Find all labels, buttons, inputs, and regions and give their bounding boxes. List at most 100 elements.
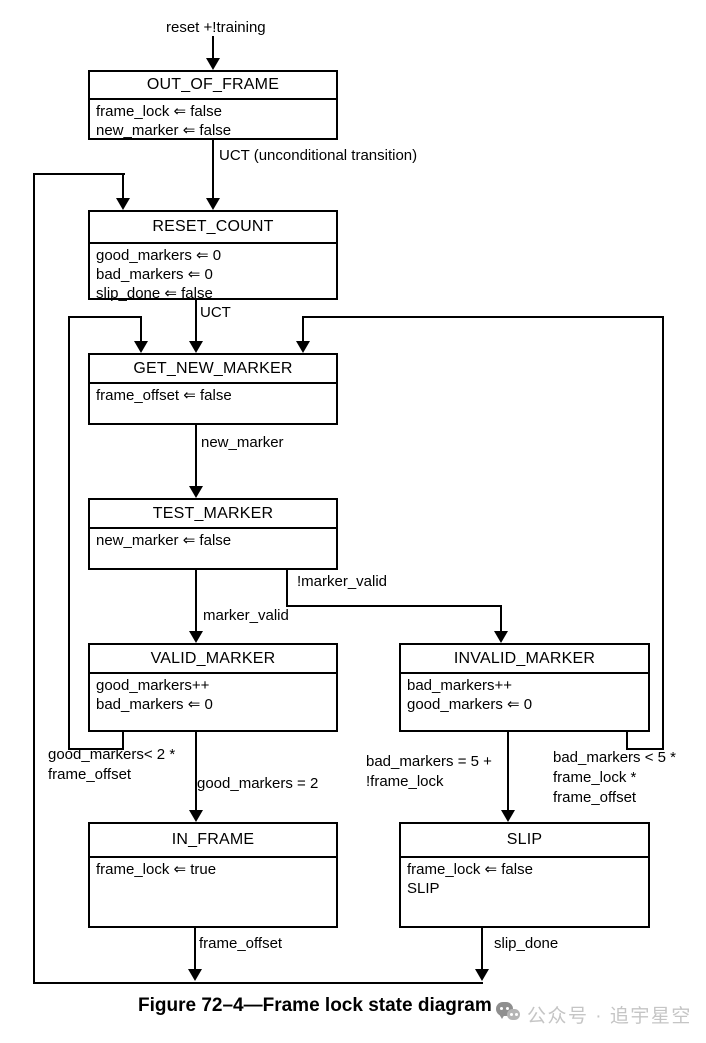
bubble-dot: [510, 1013, 513, 1016]
bad-markers-lt-5-line1: bad_markers < 5 *: [553, 749, 676, 766]
connector-invalidmarker-loop-into-getnewmarker: [302, 316, 304, 343]
slip-done-label: slip_done: [494, 935, 559, 952]
arrowhead-into-testmarker: [189, 486, 203, 498]
state-actions: frame_lock ⇐ true: [90, 858, 336, 881]
good-markers-lt-2-line1: good_markers< 2 *: [48, 746, 176, 763]
arrowhead-into-invalidmarker: [494, 631, 508, 643]
arrowhead-uct-into-resetcount: [206, 198, 220, 210]
state-title: VALID_MARKER: [90, 645, 336, 674]
connector-resetcount-to-getnewmarker: [195, 300, 197, 343]
good-markers-lt-2-label: good_markers< 2 * frame_offset: [48, 745, 175, 785]
arrowhead-invalidloop-into-getnewmarker: [296, 341, 310, 353]
new-marker-label: new_marker: [201, 434, 284, 451]
connector-slip-exit: [481, 928, 483, 970]
connector-invalidmarker-loop-exit-vertical: [626, 732, 628, 750]
state-reset-count: RESET_COUNT good_markers ⇐ 0 bad_markers…: [88, 210, 338, 302]
state-title: GET_NEW_MARKER: [90, 355, 336, 384]
state-action: SLIP: [407, 880, 440, 897]
state-get-new-marker: GET_NEW_MARKER frame_offset ⇐ false: [88, 353, 338, 425]
bad-markers-lt-5-line3: frame_offset: [553, 789, 637, 806]
frame-offset-label: frame_offset: [199, 935, 283, 952]
wechat-icon: [496, 1002, 524, 1026]
connector-validmarker-loop-exit-vertical: [122, 732, 124, 750]
state-test-marker: TEST_MARKER new_marker ⇐ false: [88, 498, 338, 570]
marker-valid-label: marker_valid: [203, 607, 289, 624]
bad-markers-eq-5-label: bad_markers = 5 + !frame_lock: [366, 752, 492, 792]
connector-testmarker-to-validmarker: [195, 570, 197, 633]
state-actions: good_markers ⇐ 0 bad_markers ⇐ 0 slip_do…: [90, 244, 336, 305]
bad-markers-eq-5-line1: bad_markers = 5 +: [366, 753, 492, 770]
state-title: IN_FRAME: [90, 824, 336, 858]
connector-testmarker-branch-vertical1: [286, 570, 288, 607]
entry-condition-label: reset +!training: [166, 19, 266, 36]
state-title: INVALID_MARKER: [401, 645, 648, 674]
bad-markers-lt-5-line2: frame_lock *: [553, 769, 637, 786]
bad-markers-lt-5-label: bad_markers < 5 * frame_lock * frame_off…: [553, 748, 676, 808]
arrowhead-into-slip: [501, 810, 515, 822]
arrowhead-loop-into-resetcount: [116, 198, 130, 210]
state-invalid-marker: INVALID_MARKER bad_markers++ good_marker…: [399, 643, 650, 732]
arrowhead-into-validmarker: [189, 631, 203, 643]
connector-inframe-exit: [194, 928, 196, 970]
state-title: OUT_OF_FRAME: [90, 72, 336, 100]
state-actions: bad_markers++ good_markers ⇐ 0: [401, 674, 648, 716]
state-actions: good_markers++ bad_markers ⇐ 0: [90, 674, 336, 716]
state-action: frame_lock ⇐ true: [96, 861, 217, 878]
state-title: SLIP: [401, 824, 648, 858]
arrowhead-uct-into-getnewmarker: [189, 341, 203, 353]
state-action: bad_markers++: [407, 677, 513, 694]
connector-validmarker-loop-bottom-horizontal: [68, 748, 124, 750]
state-action: frame_lock ⇐ false: [96, 103, 222, 120]
state-actions: frame_offset ⇐ false: [90, 384, 336, 407]
uct-full-label: UCT (unconditional transition): [219, 147, 418, 164]
state-action: bad_markers ⇐ 0: [96, 696, 213, 713]
bubble-dot: [500, 1007, 503, 1010]
connector-invalidmarker-loop-bottom-horizontal: [626, 748, 664, 750]
bubble-dot: [515, 1013, 518, 1016]
state-action: slip_done ⇐ false: [96, 285, 213, 302]
arrowhead-validloop-into-getnewmarker: [134, 341, 148, 353]
state-out-of-frame: OUT_OF_FRAME frame_lock ⇐ false new_mark…: [88, 70, 338, 140]
good-markers-eq-2-label: good_markers = 2: [197, 775, 319, 792]
bubble-dot: [506, 1007, 509, 1010]
connector-outofframe-to-resetcount: [212, 140, 214, 198]
state-actions: frame_lock ⇐ false SLIP: [401, 858, 648, 900]
state-actions: frame_lock ⇐ false new_marker ⇐ false: [90, 100, 336, 142]
arrowhead-slipdone-into-bottomline: [475, 969, 489, 981]
bad-markers-eq-5-line2: !frame_lock: [366, 773, 444, 790]
state-title: RESET_COUNT: [90, 212, 336, 244]
connector-validmarker-to-inframe: [195, 732, 197, 812]
state-action: frame_offset ⇐ false: [96, 387, 232, 404]
connector-bottom-loop-vertical: [33, 173, 35, 984]
state-in-frame: IN_FRAME frame_lock ⇐ true: [88, 822, 338, 928]
connector-bottom-loop-top-horizontal: [33, 173, 125, 175]
figure-caption: Figure 72–4—Frame lock state diagram: [138, 995, 492, 1016]
arrowhead-into-inframe: [189, 810, 203, 822]
connector-bottom-horizontal: [33, 982, 483, 984]
state-action: good_markers ⇐ 0: [96, 247, 222, 264]
connector-invalidmarker-loop-vertical: [662, 316, 664, 750]
not-marker-valid-label: !marker_valid: [297, 573, 388, 590]
watermark-text: 公众号 · 追宇星空: [527, 1006, 692, 1027]
connector-testmarker-branch-horizontal: [286, 605, 502, 607]
state-action: new_marker ⇐ false: [96, 122, 232, 139]
connector-validmarker-loop-top-horizontal: [68, 316, 142, 318]
connector-invalidmarker-to-slip: [507, 732, 509, 812]
state-title: TEST_MARKER: [90, 500, 336, 529]
arrowhead-into-outofframe: [206, 58, 220, 70]
arrowhead-frameoffset-into-bottomline: [188, 969, 202, 981]
state-action: bad_markers ⇐ 0: [96, 266, 213, 283]
chat-bubble-small-icon: [507, 1009, 520, 1020]
state-action: new_marker ⇐ false: [96, 532, 232, 549]
connector-loop-into-resetcount: [122, 173, 124, 200]
state-action: good_markers ⇐ 0: [407, 696, 533, 713]
connector-testmarker-branch-vertical2: [500, 605, 502, 633]
connector-invalidmarker-loop-top-horizontal: [302, 316, 664, 318]
state-actions: new_marker ⇐ false: [90, 529, 336, 552]
state-slip: SLIP frame_lock ⇐ false SLIP: [399, 822, 650, 928]
connector-getnewmarker-to-testmarker: [195, 425, 197, 488]
state-action: good_markers++: [96, 677, 210, 694]
uct-label: UCT: [200, 304, 231, 321]
state-action: frame_lock ⇐ false: [407, 861, 533, 878]
